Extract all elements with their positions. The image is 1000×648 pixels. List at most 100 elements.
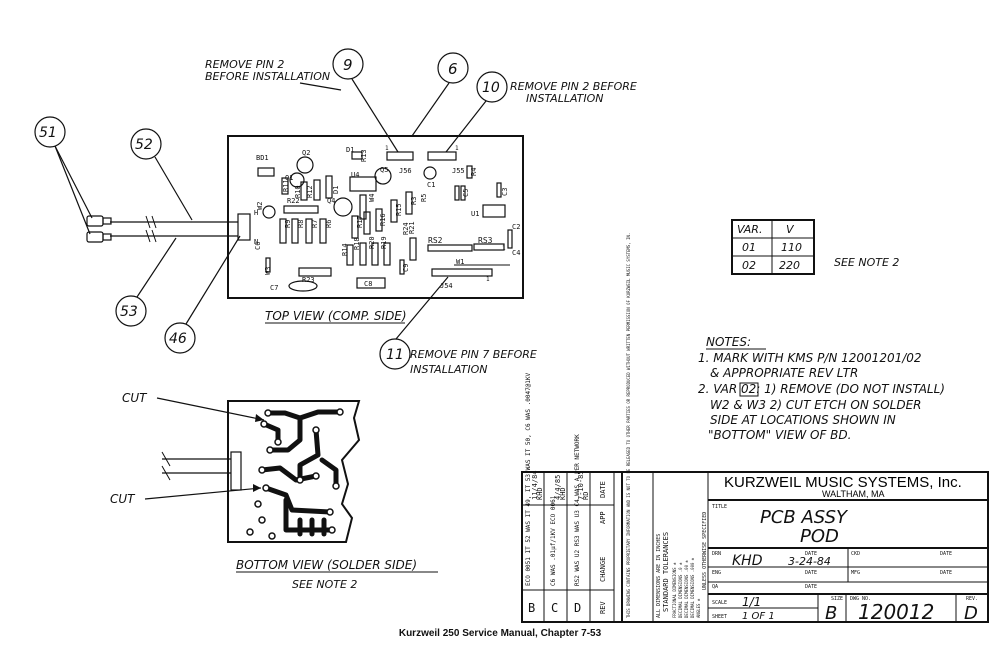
comp-label: R19 xyxy=(380,236,388,249)
title-block: 11/4/84 KHD 4/4/85 KHD 7-10-85 RD ECO 00… xyxy=(521,233,989,624)
rev-app: KHD xyxy=(536,487,544,500)
comp-label: Q2 xyxy=(302,149,310,157)
rev-change: ECO 0051 IT 52 WAS IT 49, IT 53 WAS IT 5… xyxy=(525,372,532,586)
bottom-view-label: BOTTOM VIEW (SOLDER SIDE) xyxy=(236,558,417,572)
dims-note: ALL DIMENSIONS ARE IN INCHES xyxy=(656,534,662,618)
var-header: VAR. xyxy=(737,223,762,236)
svg-text:11: 11 xyxy=(386,347,404,363)
date-head: DATE xyxy=(599,481,607,498)
tol-line: DECIMAL DIMENSIONS .0 ± xyxy=(678,562,683,618)
dwg-label: DWG NO. xyxy=(850,596,871,602)
comp-label: R20 xyxy=(368,236,376,249)
comp-label: R11 xyxy=(282,179,290,192)
tol-line: ANGLES ± xyxy=(696,598,701,618)
comp-label: W1 xyxy=(456,258,464,266)
comp-label: Q4 xyxy=(327,197,335,205)
comp-label: R16 xyxy=(379,213,387,226)
var-cell: 01 xyxy=(742,241,756,254)
std-tol: STANDARD TOLERANCES xyxy=(662,532,670,612)
volt-cell: 220 xyxy=(779,259,800,272)
note-remove-pin-10-line2: INSTALLATION xyxy=(526,92,604,105)
title-line1: PCB ASSY xyxy=(760,507,849,528)
callout-53: 53 xyxy=(115,237,177,327)
comp-label: D1 xyxy=(346,146,354,154)
tol-line: DECIMAL DIMENSIONS .00 ± xyxy=(684,560,689,618)
svg-text:9: 9 xyxy=(343,56,353,74)
rev-change: C6 WAS .01µf/1KV ECO 0061 xyxy=(550,495,557,586)
comp-label: R8 xyxy=(297,220,305,228)
sheet-value: 1 OF 1 xyxy=(742,611,775,622)
comp-label: C2 xyxy=(512,223,520,231)
page-footer: Kurzweil 250 Service Manual, Chapter 7-5… xyxy=(398,628,602,639)
date-label: DATE xyxy=(805,551,817,557)
comp-label: R7 xyxy=(311,220,319,228)
qa-label: QA xyxy=(712,584,718,590)
callout-11: 11 xyxy=(379,276,449,370)
svg-text:53: 53 xyxy=(120,304,138,320)
comp-label: R5 xyxy=(420,194,428,202)
callout-52: 52 xyxy=(130,128,193,221)
title-label: TITLE xyxy=(712,504,727,510)
svg-text:10: 10 xyxy=(482,80,500,96)
note-line: 1. MARK WITH KMS P/N 12001201/02 xyxy=(698,351,922,365)
rev-date: 4/4/85 xyxy=(554,475,562,500)
comp-label: U1 xyxy=(471,210,479,218)
dwg-number: 120012 xyxy=(858,600,934,624)
svg-text:51: 51 xyxy=(39,125,57,141)
note-line: 2. VAR 02: 1) REMOVE (DO NOT INSTALL) xyxy=(698,382,945,396)
pin-mark: 1 xyxy=(455,145,459,152)
callout-10: 10 xyxy=(445,71,508,153)
comp-label: RS3 xyxy=(478,236,493,245)
comp-label: C6 xyxy=(254,242,262,250)
top-view-label: TOP VIEW (COMP. SIDE) xyxy=(265,309,407,323)
comp-label: D1 xyxy=(332,186,340,194)
rev-head: REV xyxy=(599,601,607,614)
comp-label: J54 xyxy=(440,282,453,290)
rev-date: 11/4/84 xyxy=(531,470,539,500)
cut-label-2: CUT xyxy=(110,492,136,506)
comp-label: R13 xyxy=(360,149,368,162)
comp-label: C1 xyxy=(427,181,435,189)
comp-label: BD1 xyxy=(256,154,269,162)
size-label: SIZE xyxy=(831,596,843,602)
pin-mark: 1 xyxy=(486,276,490,283)
bottom-cable xyxy=(161,451,231,481)
company-name: KURZWEIL MUSIC SYSTEMS, Inc. xyxy=(724,474,962,491)
pin-mark: H xyxy=(254,209,258,217)
cut-label-1: CUT xyxy=(122,391,148,405)
date-label: DATE xyxy=(805,570,817,576)
see-note-2: SEE NOTE 2 xyxy=(834,256,899,269)
rev-app: KHD xyxy=(559,487,567,500)
comp-label: C5 xyxy=(462,189,470,197)
bottom-see-note: SEE NOTE 2 xyxy=(292,578,357,591)
comp-label: R12 xyxy=(306,185,314,198)
drn-date: 3-24-84 xyxy=(788,555,831,568)
pin-mark: 1 xyxy=(502,245,506,252)
rev-letter: D xyxy=(574,601,581,615)
comp-label: J55 xyxy=(452,167,465,175)
rev-app: RD xyxy=(582,492,590,500)
scale-label: SCALE xyxy=(712,600,727,606)
note-line: "BOTTOM" VIEW OF BD. xyxy=(708,428,851,442)
ckd-label: CKD xyxy=(851,551,860,557)
scale-value: 1/1 xyxy=(742,595,761,609)
power-cable xyxy=(86,215,238,243)
comp-label: W4 xyxy=(368,194,376,202)
note-remove-pin-11-line2: INSTALLATION xyxy=(410,363,488,376)
notes-title: NOTES: xyxy=(706,335,751,349)
rev-letter: B xyxy=(528,601,535,615)
mfg-label: MFG xyxy=(851,570,860,576)
comp-label: C9 xyxy=(402,264,410,272)
top-view-pcb: BD1 D1 Q2 R13 J56 J55 Q1 U4 Q5 C1 R4 R11… xyxy=(227,135,524,299)
volt-cell: 110 xyxy=(781,241,802,254)
bottom-view-pcb xyxy=(227,400,361,543)
comp-label: C3 xyxy=(501,188,509,196)
callout-6: 6 xyxy=(411,52,469,137)
variant-table: VAR. V 01 110 02 220 xyxy=(731,219,815,275)
comp-label: R24 xyxy=(402,222,410,235)
note-line: & APPROPRIATE REV LTR xyxy=(710,366,858,380)
note-remove-pin-9-line1: REMOVE PIN 2 xyxy=(205,58,284,71)
callout-46: 46 xyxy=(164,235,241,354)
comp-label: R18 xyxy=(353,237,361,250)
unless-note: UNLESS OTHERWISE SPECIFIED xyxy=(702,512,708,590)
